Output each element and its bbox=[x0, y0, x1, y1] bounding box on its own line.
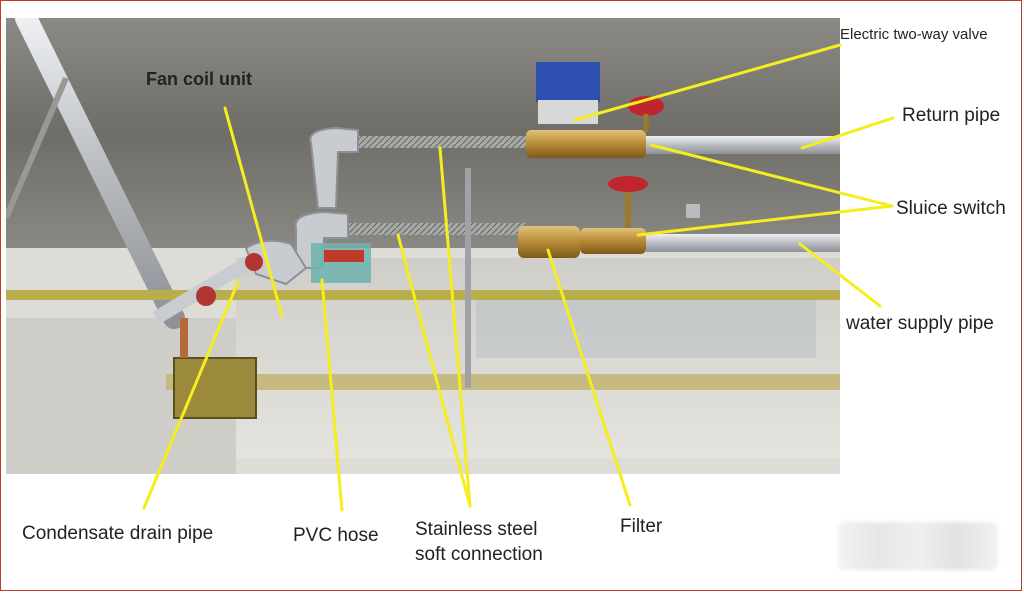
coil-red-tag bbox=[324, 250, 364, 262]
label-return-pipe: Return pipe bbox=[902, 105, 1001, 126]
supply-brass-valve bbox=[580, 228, 646, 254]
return-handwheel bbox=[628, 96, 664, 116]
condensate-red-fitting-2 bbox=[245, 253, 263, 271]
label-condensate-drain-pipe: Condensate drain pipe bbox=[22, 523, 214, 544]
junction-box bbox=[173, 357, 257, 419]
label-water-supply-pipe: water supply pipe bbox=[846, 313, 994, 334]
supply-handwheel bbox=[608, 176, 648, 192]
conduit-diagonal bbox=[15, 18, 185, 329]
supply-flex-hose bbox=[346, 223, 526, 235]
label-filter: Filter bbox=[620, 516, 663, 537]
label-pvc-hose: PVC hose bbox=[293, 525, 379, 546]
supply-pipe bbox=[646, 234, 840, 252]
return-flex-hose bbox=[356, 136, 526, 148]
photo-illustration bbox=[6, 18, 840, 474]
air-vent bbox=[686, 204, 700, 218]
label-sluice-switch: Sluice switch bbox=[896, 198, 1006, 219]
coil-connection-box bbox=[311, 243, 371, 283]
support-rod-upper bbox=[6, 290, 840, 300]
support-rod-lower bbox=[166, 374, 840, 390]
supply-brass-filter bbox=[518, 226, 580, 258]
return-pipe bbox=[646, 136, 840, 154]
condensate-red-fitting-1 bbox=[196, 286, 216, 306]
return-elbow bbox=[309, 126, 359, 209]
electric-actuator bbox=[536, 62, 600, 102]
label-fan-coil-unit: Fan coil unit bbox=[146, 69, 252, 89]
label-stainless-steel-line2: soft connection bbox=[415, 544, 543, 565]
electric-actuator-base bbox=[538, 100, 598, 124]
blurred-watermark bbox=[838, 522, 998, 570]
return-brass-valve bbox=[526, 130, 646, 158]
label-electric-two-way-valve: Electric two-way valve bbox=[840, 26, 988, 43]
duct-panel bbox=[476, 298, 816, 358]
label-stainless-steel-line1: Stainless steel bbox=[415, 519, 538, 540]
conduit-left bbox=[6, 76, 69, 220]
